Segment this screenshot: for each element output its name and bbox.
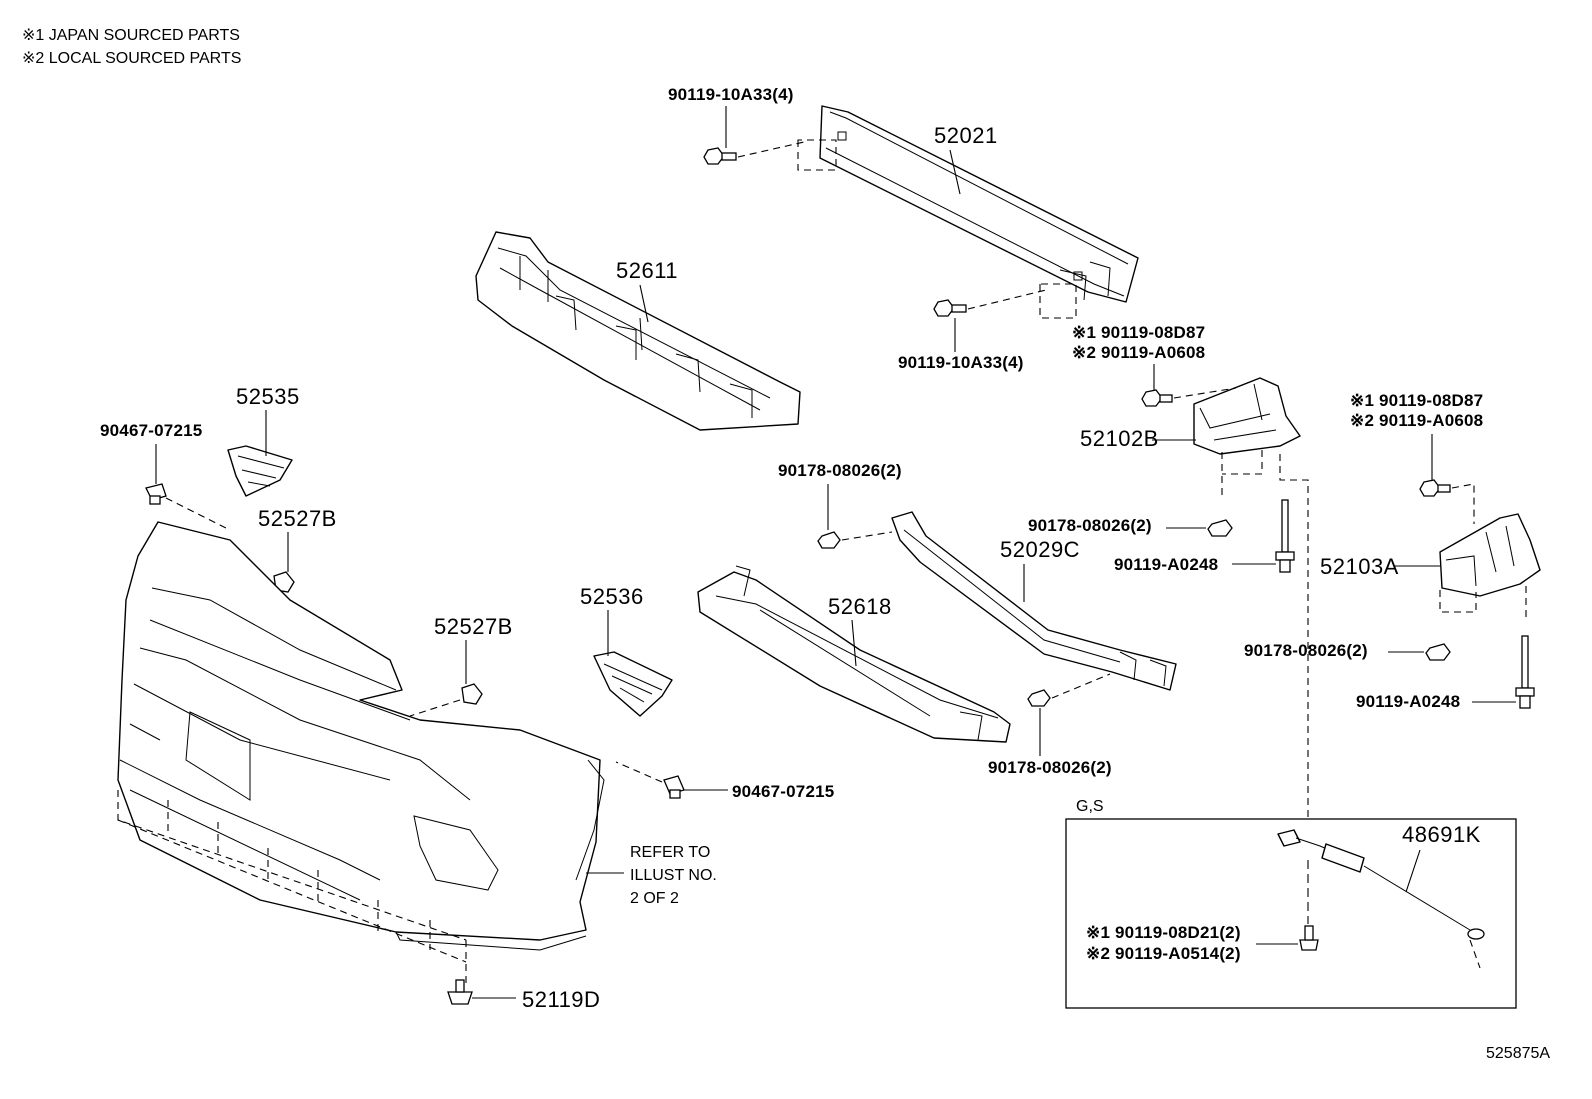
part-48691k-wire-harness[interactable] <box>1277 829 1485 940</box>
label-bolt-box-japan: ※1 90119-08D21(2) <box>1086 923 1241 942</box>
label-bolt-box-local: ※2 90119-A0514(2) <box>1086 944 1241 963</box>
label-52103a: 52103A <box>1320 554 1399 579</box>
label-48691k: 48691K <box>1402 822 1481 847</box>
part-52618-lower-absorber[interactable] <box>697 565 1011 743</box>
label-clip-90467-07215-right: 90467-07215 <box>732 782 834 801</box>
nut-90178-08026-mid-icon[interactable] <box>817 531 841 549</box>
clip-90467-07215-left-icon[interactable] <box>145 483 167 505</box>
box-tag-gs: G,S <box>1076 798 1104 815</box>
part-52103a-bumper-bracket[interactable] <box>1439 513 1541 597</box>
refer-line-1: REFER TO <box>630 844 710 861</box>
label-52535: 52535 <box>236 384 300 409</box>
nut-90178-08026-r1-icon[interactable] <box>1207 519 1233 537</box>
label-bolt-90119-10a33-top: 90119-10A33(4) <box>668 85 794 104</box>
diagram-code: 525875A <box>1486 1045 1550 1062</box>
bolt-90119-10a33-bottom-icon[interactable] <box>933 299 967 317</box>
part-52535-side-retainer[interactable] <box>227 445 293 497</box>
label-52102b: 52102B <box>1080 426 1159 451</box>
label-bolt-r2-local: ※2 90119-A0608 <box>1350 411 1483 430</box>
label-52618: 52618 <box>828 594 892 619</box>
label-nut-90178-08026-r2: 90178-08026(2) <box>1244 641 1368 660</box>
label-52029c: 52029C <box>1000 537 1080 562</box>
bolt-90119-10a33-top-icon[interactable] <box>703 147 737 165</box>
label-nut-90178-08026-r1: 90178-08026(2) <box>1028 516 1152 535</box>
bolt-90119-08d87-lower-icon[interactable] <box>1419 479 1451 497</box>
label-bolt-r1-japan: ※1 90119-08D87 <box>1072 323 1205 342</box>
refer-line-2: ILLUST NO. <box>630 867 717 884</box>
label-52119d: 52119D <box>522 987 600 1012</box>
part-front-bumper-cover[interactable] <box>117 521 605 951</box>
part-52536-side-retainer[interactable] <box>593 651 673 717</box>
part-52611-energy-absorber[interactable] <box>475 231 801 431</box>
nut-90178-08026-low-icon[interactable] <box>1027 689 1051 707</box>
label-52021: 52021 <box>934 123 998 148</box>
label-52536: 52536 <box>580 584 644 609</box>
label-nut-90178-08026-mid: 90178-08026(2) <box>778 461 902 480</box>
note-japan-sourced: ※1 JAPAN SOURCED PARTS <box>22 27 240 44</box>
refer-line-3: 2 OF 2 <box>630 890 679 907</box>
label-52527b-lower: 52527B <box>434 614 513 639</box>
clip-90467-07215-right-icon[interactable] <box>663 775 685 799</box>
bolt-90119-08d87-upper-icon[interactable] <box>1141 389 1173 407</box>
label-52527b-upper: 52527B <box>258 506 337 531</box>
bolt-90119-08d21-icon[interactable] <box>1299 925 1319 951</box>
gs-option-box <box>1065 818 1517 1009</box>
part-52021-bumper-reinforcement[interactable] <box>819 105 1139 303</box>
note-local-sourced: ※2 LOCAL SOURCED PARTS <box>22 50 241 67</box>
label-clip-90467-07215-left: 90467-07215 <box>100 421 202 440</box>
part-52029c-lower-reinforcement[interactable] <box>891 511 1177 691</box>
label-stud-90119-a0248-r2: 90119-A0248 <box>1356 692 1460 711</box>
label-stud-90119-a0248-r1: 90119-A0248 <box>1114 555 1218 574</box>
label-bolt-r2-japan: ※1 90119-08D87 <box>1350 391 1483 410</box>
label-bolt-90119-10a33-bottom: 90119-10A33(4) <box>898 353 1024 372</box>
nut-90178-08026-r2-icon[interactable] <box>1425 643 1451 661</box>
stud-90119-a0248-r2-icon[interactable] <box>1515 635 1535 709</box>
stud-90119-a0248-r1-icon[interactable] <box>1275 499 1295 573</box>
label-52611: 52611 <box>616 258 678 283</box>
label-bolt-r1-local: ※2 90119-A0608 <box>1072 343 1205 362</box>
bolt-52119d-icon[interactable] <box>447 979 473 1005</box>
clip-52527b-lower-icon[interactable] <box>461 683 483 705</box>
part-52102b-bumper-bracket[interactable] <box>1193 377 1301 455</box>
label-nut-90178-08026-low: 90178-08026(2) <box>988 758 1112 777</box>
